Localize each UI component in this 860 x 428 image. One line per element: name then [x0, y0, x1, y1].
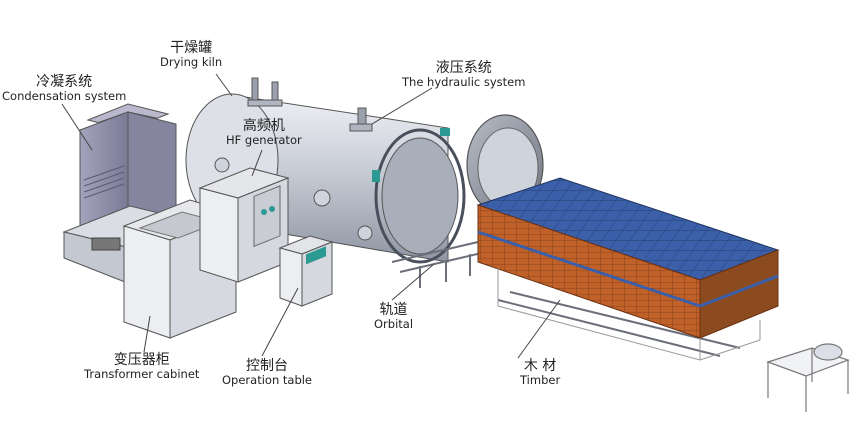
- condensation-en: Condensation system: [2, 89, 127, 104]
- hf-generator-en: HF generator: [226, 133, 302, 148]
- operation-console: [278, 235, 334, 307]
- label-orbital: 轨道 Orbital: [374, 302, 413, 331]
- timber-stack: [476, 177, 780, 361]
- hf-generator: [198, 167, 290, 283]
- operation-en: Operation table: [222, 373, 313, 388]
- hf-generator-zh: 高频机: [242, 118, 285, 134]
- condensation-unit: [79, 103, 177, 229]
- timber-en: Timber: [520, 373, 561, 388]
- transformer-en: Transformer cabinet: [84, 367, 200, 382]
- timber-zh: 木 材: [523, 358, 557, 374]
- trolley-cart: [766, 343, 850, 412]
- label-timber: 木 材 Timber: [520, 358, 560, 387]
- orbital-en: Orbital: [374, 317, 414, 332]
- label-operation: 控制台 Operation table: [222, 358, 312, 387]
- hydraulic-zh: 液压系统: [435, 60, 492, 76]
- label-transformer: 变压器柜 Transformer cabinet: [84, 352, 199, 381]
- drying-kiln-en: Drying kiln: [160, 55, 223, 70]
- label-condensation: 冷凝系统 Condensation system: [2, 74, 126, 103]
- orbital-rails: [391, 241, 741, 357]
- condensation-zh: 冷凝系统: [36, 74, 93, 90]
- label-hydraulic: 液压系统 The hydraulic system: [402, 60, 525, 89]
- drying-kiln-zh: 干燥罐: [170, 40, 213, 56]
- leader-lines: [61, 73, 561, 359]
- transformer-zh: 变压器柜: [113, 352, 170, 368]
- label-drying-kiln: 干燥罐 Drying kiln: [160, 40, 222, 69]
- label-hf-generator: 高频机 HF generator: [226, 118, 302, 147]
- operation-zh: 控制台: [246, 358, 288, 374]
- hydraulic-en: The hydraulic system: [402, 75, 526, 90]
- orbital-zh: 轨道: [379, 302, 408, 318]
